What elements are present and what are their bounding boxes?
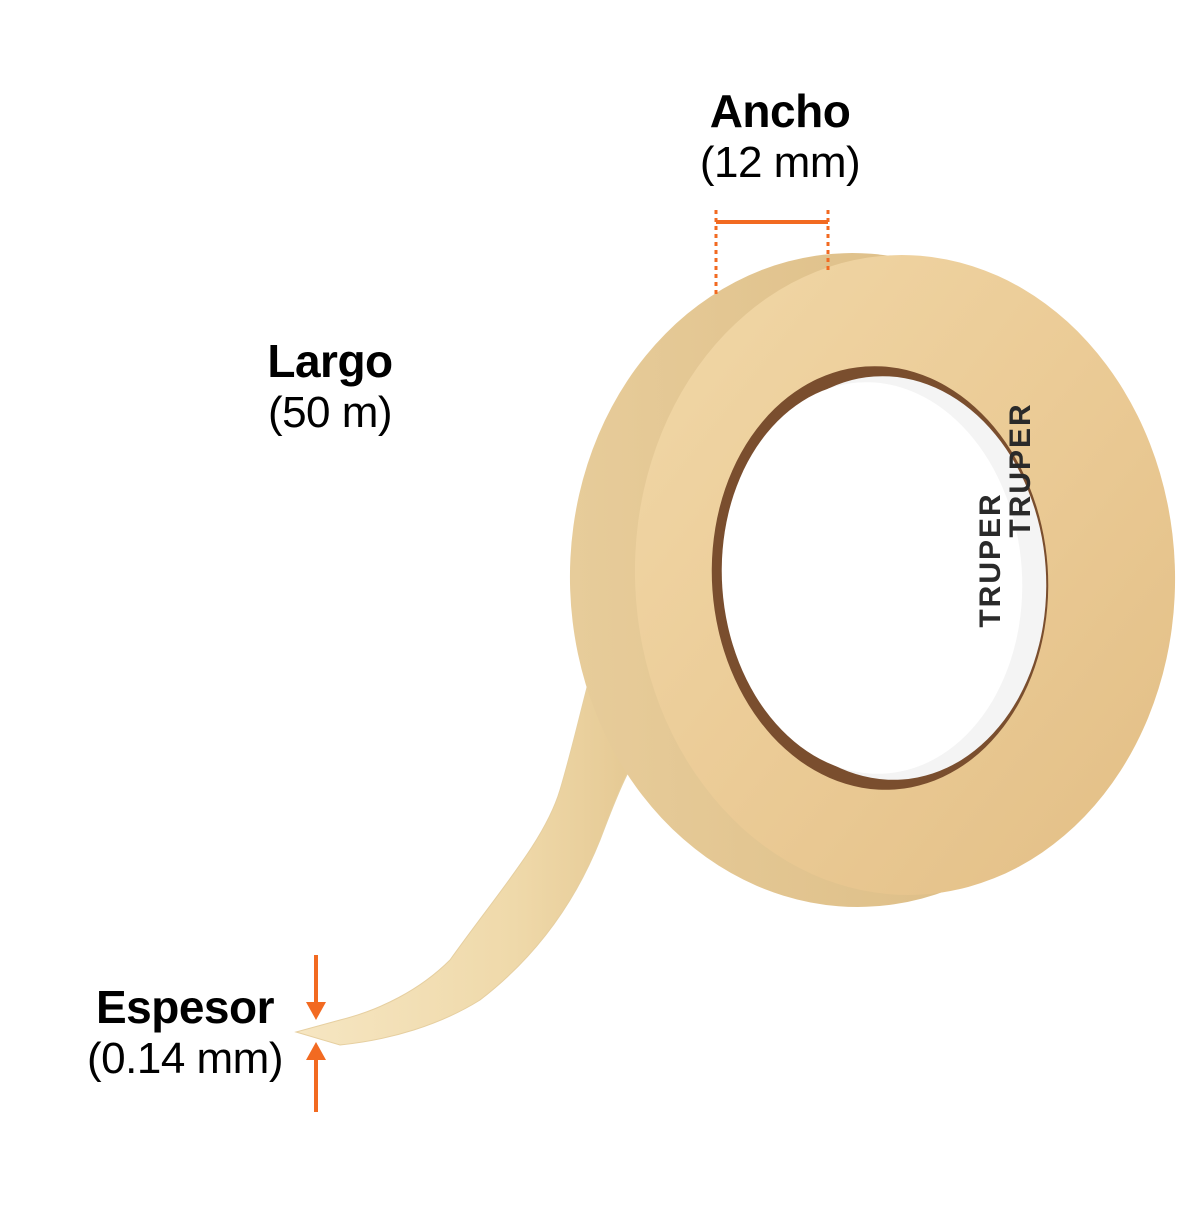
arrow-up-icon <box>306 1042 326 1112</box>
core-brand-text-2: TRUPER <box>1004 402 1037 537</box>
core-brand-text: TRUPER <box>974 492 1007 627</box>
core-hole <box>721 382 1023 774</box>
width-label: Ancho (12 mm) <box>680 85 880 187</box>
thickness-label: Espesor (0.14 mm) <box>70 981 300 1083</box>
arrow-down-icon <box>306 955 326 1020</box>
thickness-title: Espesor <box>95 981 275 1033</box>
length-title: Largo <box>267 335 393 387</box>
width-title: Ancho <box>709 85 851 137</box>
dimension-line-icon <box>714 210 830 295</box>
length-value: (50 m) <box>267 387 393 437</box>
thickness-value: (0.14 mm) <box>87 1033 283 1083</box>
length-label: Largo (50 m) <box>230 335 430 437</box>
width-value: (12 mm) <box>699 137 861 187</box>
